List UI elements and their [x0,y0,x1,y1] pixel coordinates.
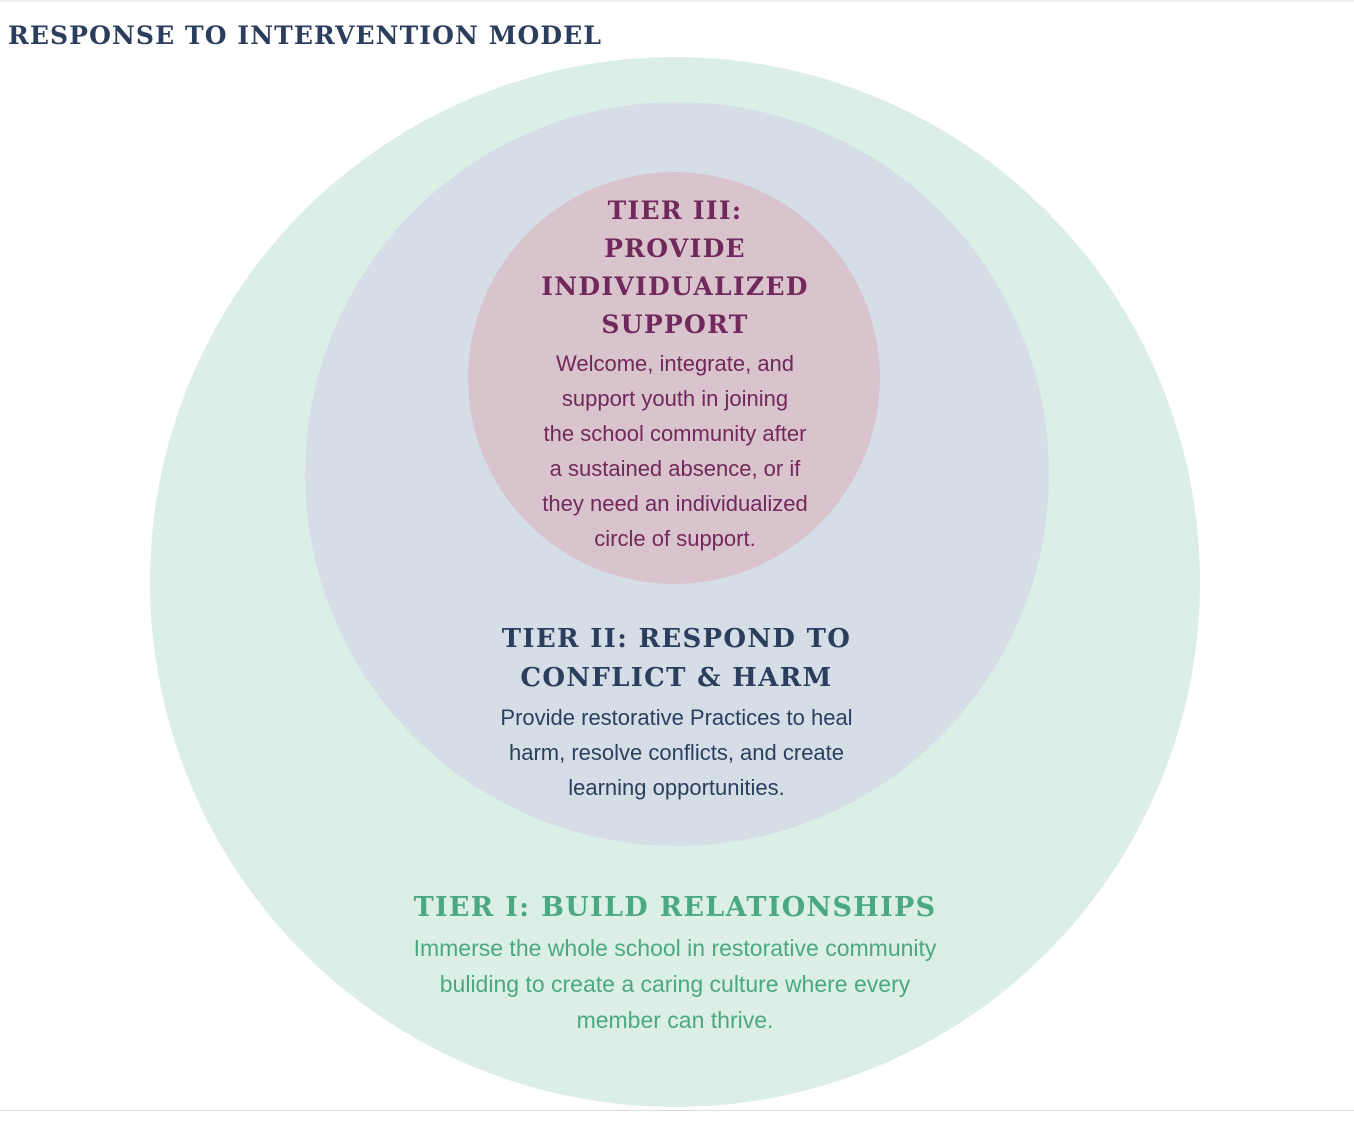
tier-3-body: Welcome, integrate, and support youth in… [470,346,880,556]
tier-3-text-block: TIER III: PROVIDE INDIVIDUALIZED SUPPORT… [470,192,880,556]
tier-3-body-line: the school community after [543,421,807,446]
tier-3-heading-line: PROVIDE [604,234,746,263]
top-edge-band [0,0,1354,3]
tier-1-heading-line: TIER I: BUILD RELATIONSHIPS [413,892,937,923]
tier-2-heading-line: CONFLICT & HARM [520,663,833,693]
tier-3-heading-line: INDIVIDUALIZED [541,272,809,301]
tier-2-body-line: Provide restorative Practices to heal [500,705,853,730]
tier-3-heading-line: TIER III: [607,196,743,225]
bottom-divider [0,1110,1354,1111]
page-title: RESPONSE TO INTERVENTION MODEL [8,20,602,50]
tier-1-body: Immerse the whole school in restorative … [300,930,1050,1038]
tier-3-heading-line: SUPPORT [601,310,749,339]
tier-1-body-line: buliding to create a caring culture wher… [439,971,911,997]
tier-1-body-line: member can thrive. [576,1007,774,1033]
tier-2-body: Provide restorative Practices to heal ha… [404,700,949,805]
tier-2-heading-line: TIER II: RESPOND TO [501,624,852,654]
tier-2-heading: TIER II: RESPOND TO CONFLICT & HARM [404,620,949,698]
tier-2-body-line: learning opportunities. [568,775,785,800]
tier-3-body-line: Welcome, integrate, and [555,351,795,376]
tier-3-heading: TIER III: PROVIDE INDIVIDUALIZED SUPPORT [470,192,880,344]
tier-3-circle [468,172,880,584]
tier-1-heading: TIER I: BUILD RELATIONSHIPS [300,888,1050,928]
tier-1-body-line: Immerse the whole school in restorative … [413,935,937,961]
tier-1-text-block: TIER I: BUILD RELATIONSHIPS Immerse the … [300,888,1050,1038]
tier-3-body-line: they need an individualized [542,491,808,516]
tier-3-body-line: circle of support. [594,526,756,551]
tier-3-body-line: support youth in joining [561,386,789,411]
tier-3-body-line: a sustained absence, or if [549,456,801,481]
tier-2-body-line: harm, resolve conflicts, and create [508,740,845,765]
tier-2-text-block: TIER II: RESPOND TO CONFLICT & HARM Prov… [404,620,949,805]
